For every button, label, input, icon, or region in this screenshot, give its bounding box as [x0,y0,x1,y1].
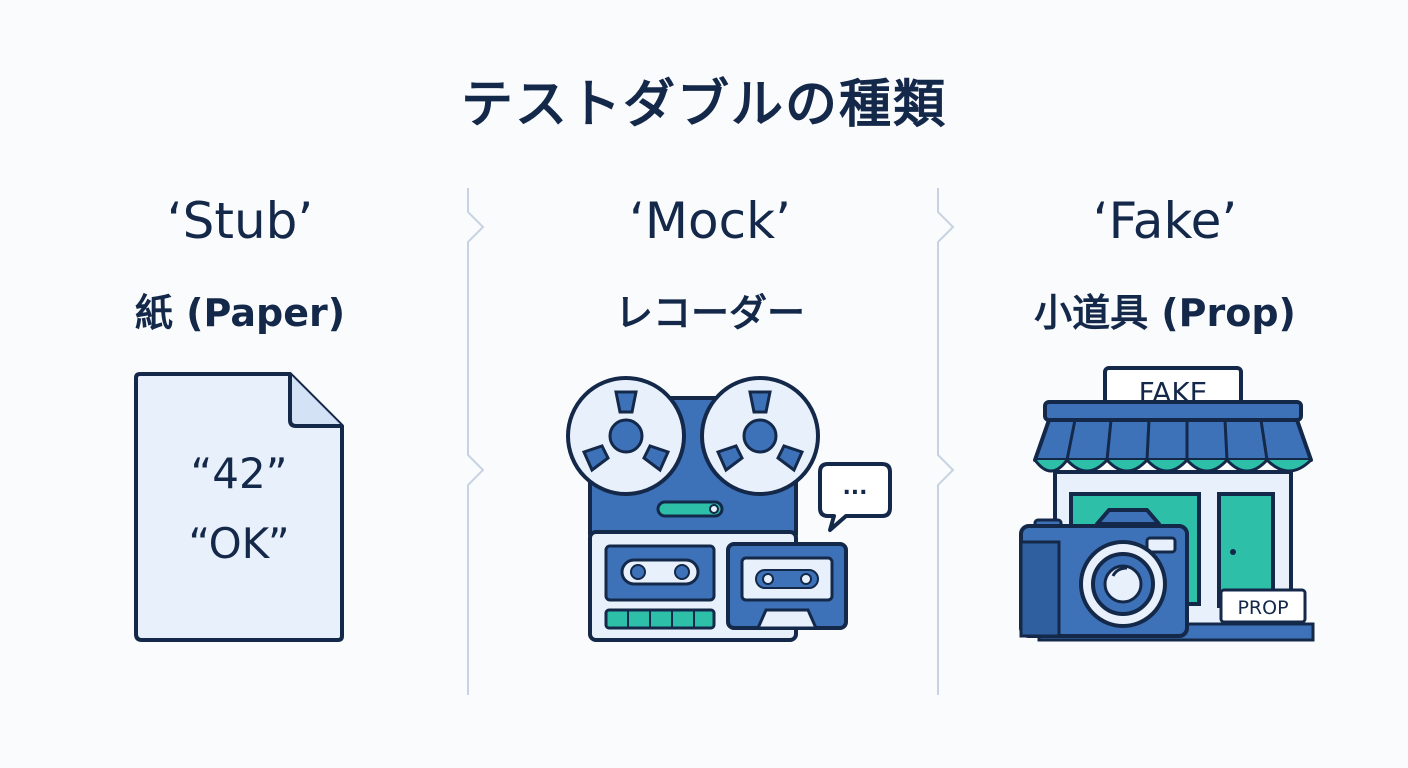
prop-tag-text: PROP [1237,597,1288,619]
page-title: テストダブルの種類 [460,75,947,135]
speech-bubble-icon: ... [818,462,892,532]
stub-subtitle: 紙 (Paper) [134,291,346,335]
mock-column: ‘Mock’ レコーダー [495,0,925,768]
paper-document-icon: “42” “OK” [134,372,344,642]
camera-icon [1019,508,1189,638]
awning [1033,418,1313,473]
stub-column: ‘Stub’ 紙 (Paper) [30,0,450,768]
stub-value-42: “42” [191,449,288,498]
cassette-tape-icon [726,542,848,630]
stub-name: ‘Stub’ [166,192,314,250]
stub-value-ok: “OK” [188,519,289,568]
reel-tape-recorder-icon: ... [566,376,892,642]
fake-subtitle: 小道具 (Prop) [1034,291,1296,335]
left-reel-icon [566,376,686,496]
right-reel-icon [700,376,820,496]
shop-storefront-icon: FAKE PROP [1019,366,1315,642]
mock-name: ‘Mock’ [629,192,791,250]
fake-name: ‘Fake’ [1092,192,1238,250]
prop-tag: PROP [1219,588,1307,624]
mock-subtitle: レコーダー [614,291,805,335]
fake-column: ‘Fake’ 小道具 (Prop) [960,0,1370,768]
speech-bubble-text: ... [842,475,867,500]
